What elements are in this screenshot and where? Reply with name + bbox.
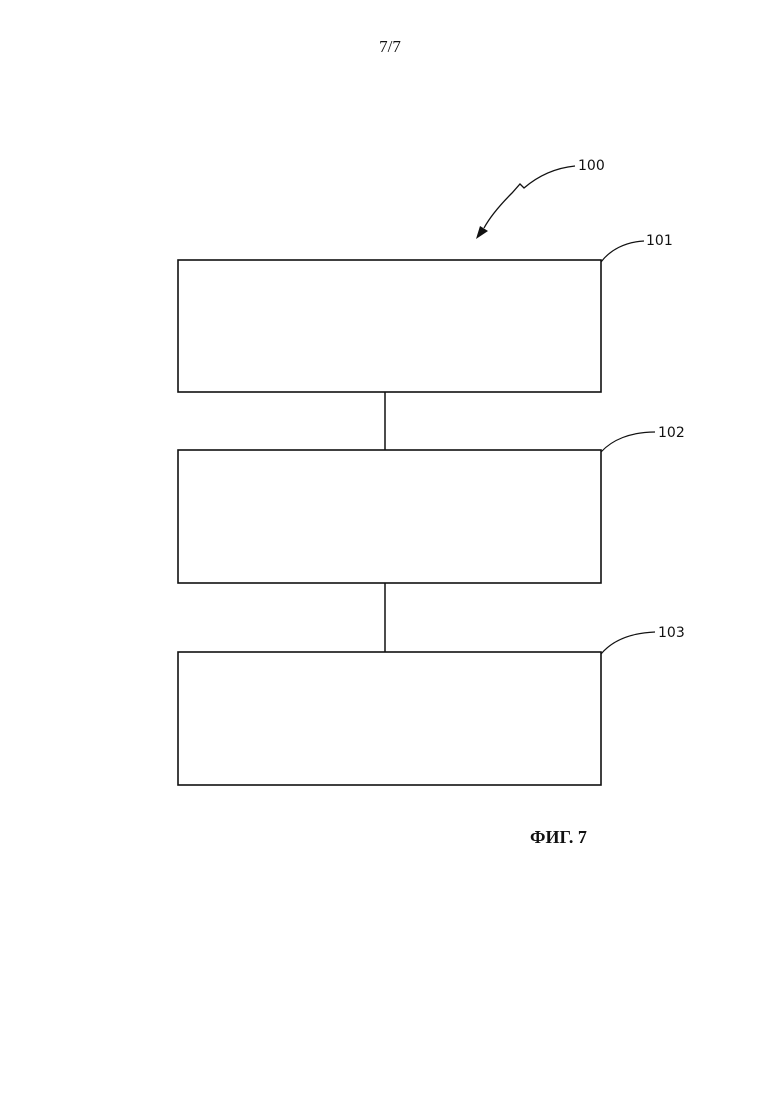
block-103-leader: [601, 632, 655, 654]
block-102: [178, 450, 601, 583]
figure-caption: ФИГ. 7: [530, 827, 587, 847]
overall-leader-line: [484, 166, 575, 228]
block-102-leader: [601, 432, 655, 452]
block-102-ref-label: 102: [658, 425, 685, 441]
block-103-ref-label: 103: [658, 625, 685, 641]
block-101-ref-label: 101: [646, 233, 673, 249]
overall-arrowhead: [476, 226, 488, 239]
block-101-leader: [601, 241, 644, 262]
overall-ref-label: 100: [578, 158, 605, 174]
block-103: [178, 652, 601, 785]
block-101: [178, 260, 601, 392]
